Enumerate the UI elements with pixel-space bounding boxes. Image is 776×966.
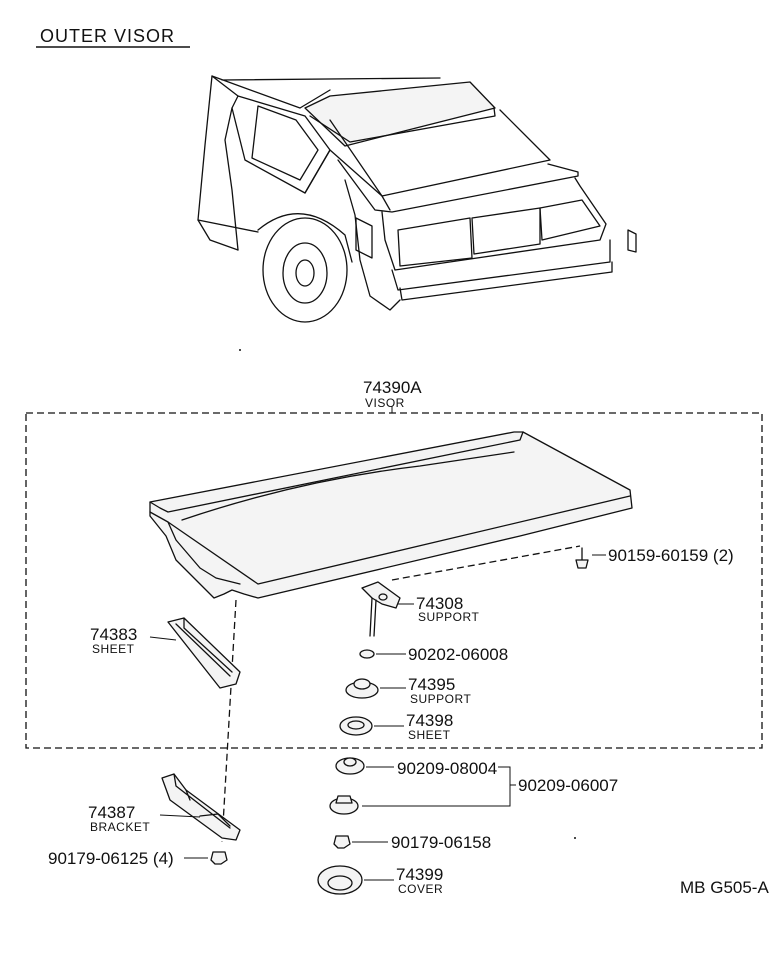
p90209b-number: 90209-06007	[518, 776, 618, 795]
nut-90209-08004: 90209-08004	[335, 757, 497, 778]
screw-90159: 90159-60159 (2)	[575, 546, 734, 569]
scan-dot	[239, 349, 241, 351]
support1-number: 74308	[416, 594, 463, 613]
bracket-74387: 74387 BRACKET	[88, 773, 241, 841]
washer-90202: 90202-06008	[359, 645, 508, 664]
p90179b-number: 90179-06125 (4)	[48, 849, 174, 868]
p90179a-number: 90179-06158	[391, 833, 491, 852]
diagram-title: OUTER VISOR	[40, 26, 175, 46]
bracket-name: BRACKET	[90, 820, 150, 834]
sheet1-number: 74383	[90, 625, 137, 644]
car-rear-illustration	[197, 75, 637, 323]
p90159-number: 90159-60159 (2)	[608, 546, 734, 565]
support2-name: SUPPORT	[410, 692, 471, 706]
support1-name: SUPPORT	[418, 610, 479, 624]
cover-74399: 74399 COVER	[317, 865, 443, 896]
visor-name: VISOR	[365, 396, 405, 410]
sheet2-name: SHEET	[408, 728, 451, 742]
visor-spoiler	[149, 431, 633, 599]
mount-line-left	[221, 599, 237, 843]
p90202-number: 90202-06008	[408, 645, 508, 664]
sheet-74398: 74398 SHEET	[339, 711, 453, 742]
scan-dot	[574, 837, 576, 839]
sheet2-number: 74398	[406, 711, 453, 730]
bracket-number: 74387	[88, 803, 135, 822]
nut-90179-06125: 90179-06125 (4)	[48, 849, 228, 868]
visor-assembly-box	[25, 412, 763, 749]
p90209a-number: 90209-08004	[397, 759, 497, 778]
drawing-code: MB G505-A	[680, 878, 769, 897]
nut-90209-06007: 90209-06007	[329, 766, 618, 815]
cover-name: COVER	[398, 882, 443, 896]
visor-number: 74390A	[363, 378, 422, 397]
support2-number: 74395	[408, 675, 455, 694]
nut-90179-06158: 90179-06158	[333, 833, 491, 852]
cover-number: 74399	[396, 865, 443, 884]
sheet1-name: SHEET	[92, 642, 135, 656]
support-74308: 74308 SUPPORT	[361, 581, 479, 637]
mount-line-right	[391, 545, 581, 581]
support-74395: 74395 SUPPORT	[345, 675, 471, 706]
sheet-74383: 74383 SHEET	[90, 617, 241, 689]
